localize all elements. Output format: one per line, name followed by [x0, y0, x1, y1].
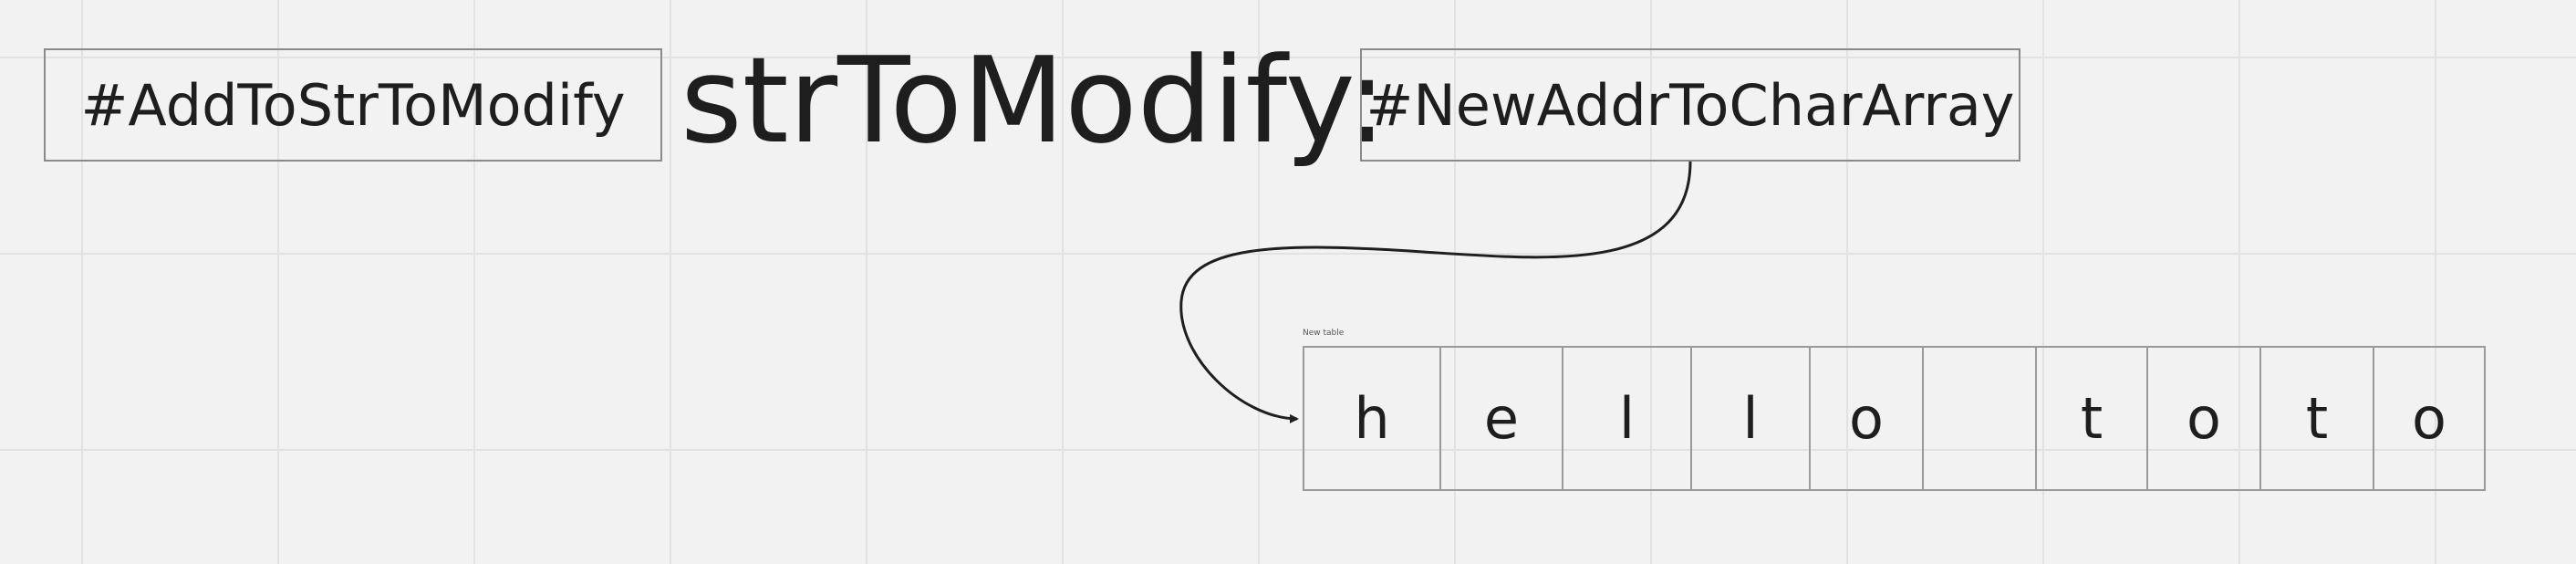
char-cell[interactable]: o: [2146, 346, 2261, 491]
char-cell[interactable]: e: [1439, 346, 1563, 491]
new-addr-to-char-array-label[interactable]: #NewAddrToCharArray: [1360, 48, 2020, 162]
str-to-modify-title[interactable]: strToModify:: [680, 31, 1387, 170]
char-array-row: h e l l o t o t o: [1303, 346, 2486, 491]
char-cell[interactable]: l: [1562, 346, 1692, 491]
char-cell[interactable]: o: [2373, 346, 2486, 491]
char-cell[interactable]: l: [1690, 346, 1811, 491]
char-array-table[interactable]: h e l l o t o t o: [1303, 346, 2486, 491]
char-cell[interactable]: h: [1303, 346, 1441, 491]
char-cell[interactable]: t: [2035, 346, 2148, 491]
table-caption: New table: [1303, 329, 1345, 338]
char-cell[interactable]: [1922, 346, 2037, 491]
add-to-str-to-modify-label[interactable]: #AddToStrToModify: [44, 48, 662, 162]
char-cell[interactable]: o: [1809, 346, 1924, 491]
char-cell[interactable]: t: [2259, 346, 2374, 491]
